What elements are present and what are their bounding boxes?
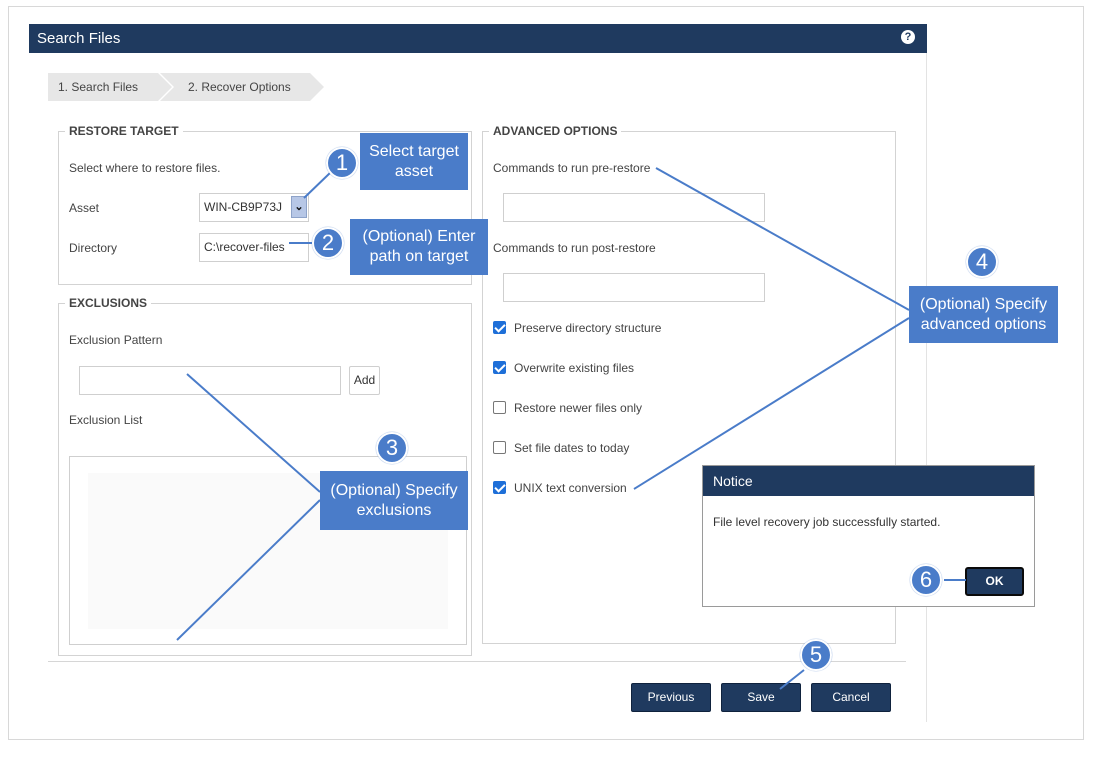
help-icon[interactable]: ? — [901, 30, 915, 44]
exclusion-list-label: Exclusion List — [69, 413, 143, 427]
breadcrumb-step-recover-options[interactable]: 2. Recover Options — [160, 73, 324, 101]
post-restore-input[interactable] — [503, 273, 765, 302]
callout-4-line-a — [655, 167, 910, 311]
chevron-down-icon[interactable]: ⌄ — [291, 196, 307, 218]
ok-button[interactable]: OK — [965, 567, 1024, 596]
callout-5-line — [779, 669, 805, 690]
directory-input[interactable]: C:\recover-files — [199, 233, 309, 262]
add-exclusion-button[interactable]: Add — [349, 366, 380, 395]
notice-message: File level recovery job successfully sta… — [713, 515, 941, 529]
restore-newer-label: Restore newer files only — [514, 401, 643, 415]
callout-number-1: 1 — [326, 147, 358, 179]
pre-restore-input[interactable] — [503, 193, 765, 222]
callout-number-6: 6 — [910, 564, 942, 596]
advanced-options-legend: ADVANCED OPTIONS — [493, 124, 618, 138]
post-restore-label: Commands to run post-restore — [493, 241, 656, 255]
restore-newer-checkbox[interactable] — [493, 401, 506, 414]
footer-divider — [48, 661, 906, 662]
exclusions-legend: EXCLUSIONS — [69, 296, 148, 310]
callout-1-line — [303, 171, 332, 199]
callout-4-box: (Optional) Specify advanced options — [909, 286, 1058, 343]
notice-title: Notice — [703, 466, 1034, 496]
directory-label: Directory — [69, 241, 118, 255]
set-file-dates-checkbox[interactable] — [493, 441, 506, 454]
save-button[interactable]: Save — [721, 683, 801, 712]
restore-target-description: Select where to restore files. — [69, 161, 221, 175]
callout-3-box: (Optional) Specify exclusions — [320, 471, 468, 530]
exclusions-section: EXCLUSIONS — [58, 296, 472, 656]
unix-text-checkbox[interactable] — [493, 481, 506, 494]
window-titlebar: Search Files ? — [29, 24, 927, 53]
pre-restore-label: Commands to run pre-restore — [493, 161, 651, 175]
set-file-dates-label: Set file dates to today — [514, 441, 630, 455]
asset-label: Asset — [69, 201, 100, 215]
unix-text-label: UNIX text conversion — [514, 481, 627, 495]
callout-4-line-b — [633, 317, 910, 490]
preserve-directory-label: Preserve directory structure — [514, 321, 662, 335]
exclusion-pattern-label: Exclusion Pattern — [69, 333, 163, 347]
advanced-options-section: ADVANCED OPTIONS — [482, 124, 896, 644]
outer-frame — [8, 6, 1084, 740]
callout-3-line-b — [176, 499, 321, 641]
preserve-directory-checkbox[interactable] — [493, 321, 506, 334]
previous-button[interactable]: Previous — [631, 683, 711, 712]
callout-number-5: 5 — [800, 639, 832, 671]
callout-1-box: Select target asset — [360, 133, 468, 190]
notice-dialog: Notice File level recovery job successfu… — [702, 465, 1035, 607]
callout-number-4: 4 — [966, 246, 998, 278]
overwrite-existing-label: Overwrite existing files — [514, 361, 635, 375]
restore-target-legend: RESTORE TARGET — [69, 124, 179, 138]
callout-3-line-a — [186, 373, 321, 493]
directory-input-value: C:\recover-files — [204, 240, 285, 254]
callout-number-2: 2 — [312, 227, 344, 259]
search-files-window — [29, 24, 927, 722]
callout-number-3: 3 — [376, 432, 408, 464]
window-title: Search Files — [37, 30, 121, 47]
asset-select[interactable]: WIN-CB9P73J — [199, 193, 309, 222]
overwrite-existing-checkbox[interactable] — [493, 361, 506, 374]
callout-2-box: (Optional) Enter path on target — [350, 219, 488, 275]
asset-select-value: WIN-CB9P73J — [204, 200, 283, 214]
restore-target-section: RESTORE TARGET — [58, 124, 472, 285]
cancel-button[interactable]: Cancel — [811, 683, 891, 712]
